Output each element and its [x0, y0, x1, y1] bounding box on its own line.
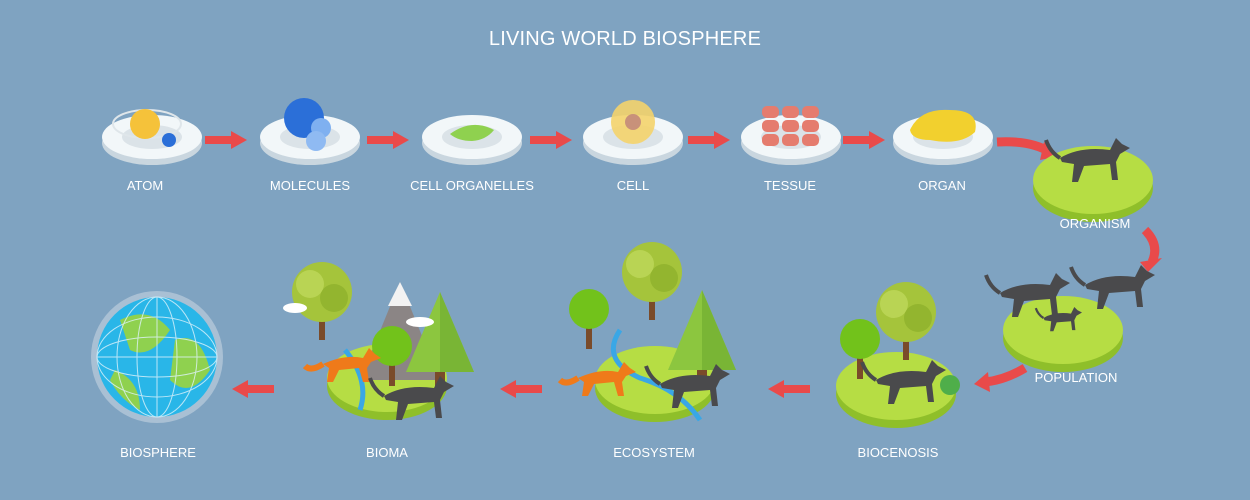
label-cell: CELL: [616, 178, 650, 193]
ecosystem-illustration: [560, 242, 736, 422]
molecules-illustration: [260, 98, 360, 165]
population-illustration: [984, 263, 1157, 372]
label-biosphere: BIOSPHERE: [120, 445, 196, 460]
biosphere-illustration: [91, 291, 223, 423]
label-organism: ORGANISM: [1059, 216, 1131, 231]
cell-illustration: [583, 100, 683, 165]
organism-illustration: [1033, 136, 1153, 222]
label-ecosystem: ECOSYSTEM: [613, 445, 695, 460]
atom-illustration: [102, 109, 202, 165]
page-title: LIVING WORLD BIOSPHERE: [488, 28, 762, 50]
organ-illustration: [893, 109, 993, 165]
label-tessue: TESSUE: [763, 178, 816, 193]
label-molecules: MOLECULES: [269, 178, 351, 193]
label-cell-organelles: CELL ORGANELLES: [410, 178, 534, 193]
label-biocenosis: BIOCENOSIS: [857, 445, 939, 460]
cell-organelles-illustration: [422, 115, 522, 165]
label-bioma: BIOMA: [366, 445, 408, 460]
tessue-illustration: [741, 106, 841, 165]
label-population: POPULATION: [1034, 370, 1118, 385]
bioma-illustration: [283, 262, 474, 422]
label-atom: ATOM: [126, 178, 164, 193]
biocenosis-illustration: [836, 282, 960, 428]
label-organ: ORGAN: [918, 178, 966, 193]
